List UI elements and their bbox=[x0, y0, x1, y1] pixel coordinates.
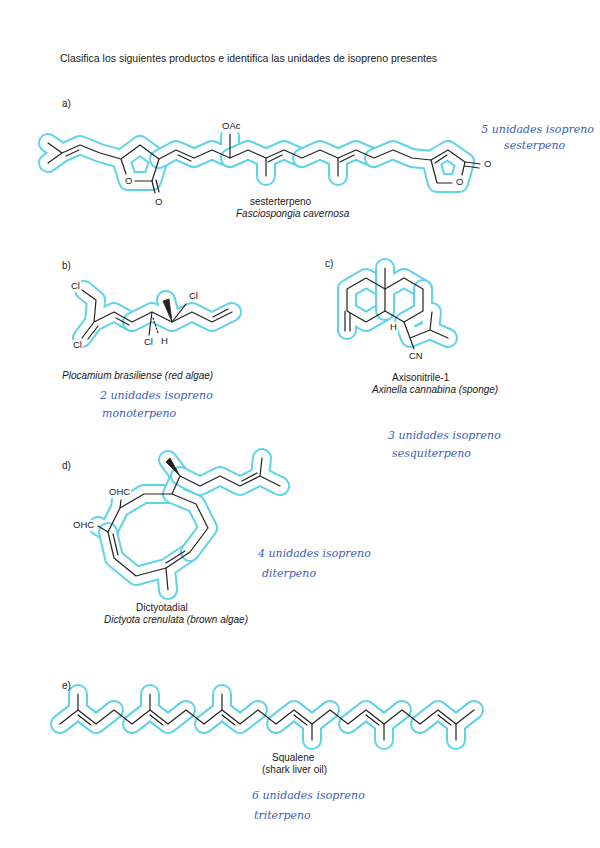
handwritten-answer: 4 unidades isopreno bbox=[258, 548, 371, 561]
handwritten-answer: sesterpeno bbox=[504, 140, 565, 153]
atom-label: O bbox=[483, 159, 492, 170]
sesterterpene-skeleton bbox=[48, 134, 480, 193]
handwritten-answer: triterpeno bbox=[254, 810, 311, 823]
item-letter: c) bbox=[325, 258, 333, 270]
atom-label: Cl bbox=[188, 291, 199, 302]
item-letter: e) bbox=[62, 680, 71, 692]
compound-caption: sesterterpeno bbox=[250, 196, 311, 208]
sesquiterpene-skeleton bbox=[345, 268, 448, 349]
atom-label: O bbox=[455, 177, 464, 188]
monoterpene-skeleton bbox=[82, 290, 232, 339]
compound-caption: Dictyotadial bbox=[136, 602, 188, 614]
diterpene-skeleton bbox=[98, 458, 280, 590]
handwritten-answer: 6 unidades isopreno bbox=[252, 790, 365, 803]
handwritten-answer: sesquiterpeno bbox=[392, 448, 471, 461]
handwritten-answer: monoterpeno bbox=[102, 408, 176, 421]
item-letter: a) bbox=[62, 98, 71, 110]
atom-label: OHC bbox=[72, 520, 95, 531]
atom-label: H bbox=[160, 336, 169, 347]
species-caption: Dictyota crenulata (brown algae) bbox=[104, 614, 248, 626]
handwritten-answer: 5 unidades isopreno bbox=[481, 124, 594, 137]
compound-caption: Squalene bbox=[272, 752, 314, 764]
item-letter: d) bbox=[62, 460, 71, 472]
atom-label: Cl bbox=[70, 281, 81, 292]
compound-caption: (shark liver oil) bbox=[262, 764, 327, 776]
item-letter: b) bbox=[62, 260, 71, 272]
atom-label: O bbox=[154, 197, 163, 208]
atom-label: O bbox=[124, 176, 133, 187]
handwritten-answer: diterpeno bbox=[262, 568, 316, 581]
atom-label: OAc bbox=[221, 121, 241, 132]
species-caption: Fasciospongia cavernosa bbox=[236, 208, 349, 220]
species-caption: Axinella cannabina (sponge) bbox=[372, 384, 498, 396]
atom-label: H bbox=[389, 322, 398, 333]
squalene-skeleton bbox=[60, 694, 474, 740]
species-caption: Plocamium brasiliense (red algae) bbox=[62, 370, 213, 382]
compound-caption: Axisonitrile-1 bbox=[392, 372, 449, 384]
atom-label: Cl bbox=[72, 340, 83, 351]
atom-label: Cl bbox=[143, 337, 154, 348]
atom-label: CN bbox=[408, 351, 424, 362]
handwritten-answer: 2 unidades isopreno bbox=[100, 390, 213, 403]
handwritten-answer: 3 unidades isopreno bbox=[388, 430, 501, 443]
atom-label: OHC bbox=[108, 487, 131, 498]
worksheet-title: Clasifica los siguientes productos e ide… bbox=[60, 52, 437, 64]
